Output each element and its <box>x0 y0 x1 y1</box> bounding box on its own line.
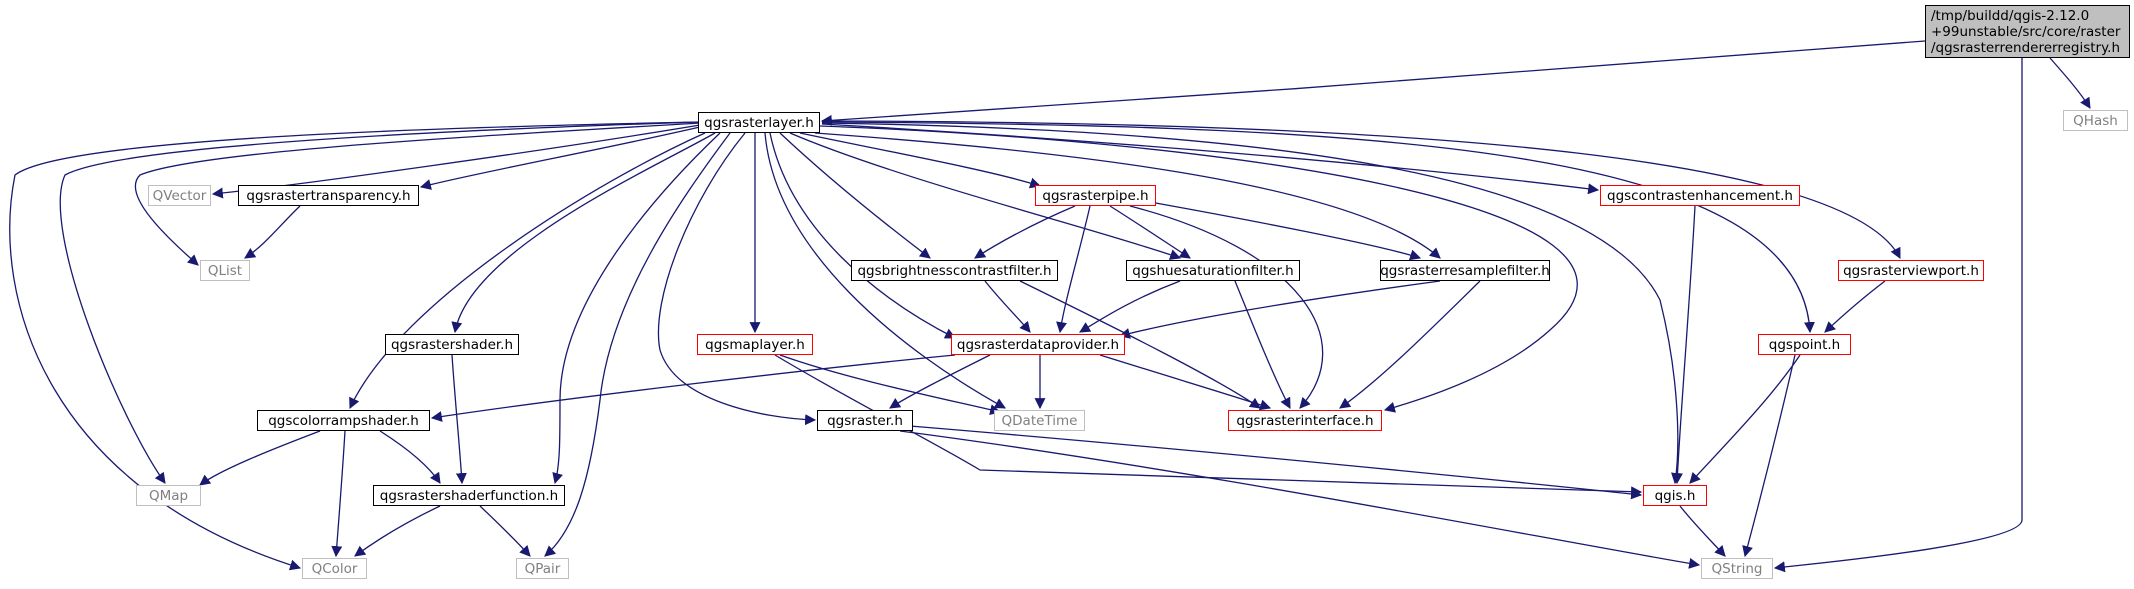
edge-qgis-to-qstring <box>1679 505 1726 557</box>
edge-qgsraster-to-qgis <box>909 425 1643 500</box>
node-qpair: QPair <box>516 558 569 579</box>
node-qgsrastertransparency[interactable]: qgsrastertransparency.h <box>238 185 419 206</box>
node-qgis[interactable]: qgis.h <box>1643 485 1707 506</box>
edge-qgscontrastenhancement-to-qgis <box>1671 205 1696 485</box>
edge-qgscolorrampshader-to-qcolor <box>331 430 346 558</box>
edge-qgshuesaturationfilter-to-qgsrasterinterface <box>1234 280 1291 409</box>
edge-qgsrasterresamplefilter-to-qgsrasterdataprovider <box>1118 280 1441 339</box>
edge-qgsrasterpipe-to-qgsrasterresamplefilter <box>1149 201 1422 261</box>
node-qgsrastershaderfunction[interactable]: qgsrastershaderfunction.h <box>373 485 565 506</box>
edge-qgsrasterlayer-to-qcolor <box>9 121 701 571</box>
edge-qgsrasterlayer-to-qgsrastertransparency <box>419 126 701 190</box>
root-label-line-1: /tmp/buildd/qgis-2.12.0 <box>1931 7 2090 24</box>
root-node-label: /tmp/buildd/qgis-2.12.0 +99unstable/src/… <box>1931 8 2120 56</box>
edge-qgsrastershaderfunction-to-qcolor <box>354 505 441 557</box>
node-qgsmaplayer[interactable]: qgsmaplayer.h <box>697 334 813 355</box>
node-qcolor: QColor <box>302 558 367 579</box>
node-qgsraster[interactable]: qgsraster.h <box>817 410 913 431</box>
edge-qgsrasterlayer-to-qgsrastershader <box>451 132 716 334</box>
node-qgsbrightnesscontrastfilter[interactable]: qgsbrightnesscontrastfilter.h <box>851 260 1058 281</box>
node-qhash: QHash <box>2063 110 2128 131</box>
edge-qgsrasterlayer-to-qgsrasterpipe <box>799 132 1042 189</box>
edge-qgsrasterlayer-to-qgspoint <box>821 121 1815 334</box>
edge-qgsrasterlayer-to-qgsraster <box>657 132 817 426</box>
edge-qgsrasterlayer-to-qgsrasterdataprovider <box>769 132 956 339</box>
edge-qgsrasterpipe-to-qgshuesaturationfilter <box>1109 205 1191 259</box>
node-qstring: QString <box>1701 558 1773 579</box>
root-label-line-2: +99unstable/src/core/raster <box>1931 23 2121 40</box>
edge-qgsbrightnesscontrastfilter-to-qgsrasterdataprovider <box>984 280 1031 333</box>
node-qgsrasterrendererregistry: /tmp/buildd/qgis-2.12.0 +99unstable/src/… <box>1925 5 2130 58</box>
edge-qgsrasterlayer-to-qlist <box>134 122 701 266</box>
edge-qgsrasterlayer-to-qgsbrightnesscontrastfilter <box>779 132 931 259</box>
node-qgsrasterlayer[interactable]: qgsrasterlayer.h <box>698 112 820 133</box>
edge-qgscolorrampshader-to-qmap <box>199 430 321 486</box>
edge-root-to-qstring <box>1773 57 2023 573</box>
node-qvector: QVector <box>148 185 211 206</box>
edge-qgsrasterlayer-to-qgshuesaturationfilter <box>789 132 1182 260</box>
edge-qgsbrightnesscontrastfilter-to-qgsrasterinterface <box>1019 280 1261 409</box>
node-qgsrasterpipe[interactable]: qgsrasterpipe.h <box>1035 185 1156 206</box>
edge-qgsrasterdataprovider-to-qgscolorrampshader <box>430 354 956 422</box>
edge-qgsrasterlayer-to-qgsrasterinterface <box>819 125 1578 413</box>
edge-qgsraster-to-qstring <box>899 430 1701 569</box>
edge-qgsrasterresamplefilter-to-qgsrasterinterface <box>1339 280 1481 409</box>
edge-root-to-qhash <box>2049 57 2091 109</box>
edge-qgsmaplayer-to-qdatetime <box>779 354 1002 416</box>
edge-qgsrasterlayer-to-qgsrasterviewport <box>821 120 1901 259</box>
root-label-line-3: /qgsrasterrendererregistry.h <box>1931 39 2121 56</box>
node-qgspoint[interactable]: qgspoint.h <box>1758 334 1851 355</box>
edge-qgspoint-to-qstring <box>1742 354 1796 558</box>
edge-qgsrastershader-to-qgsrastershaderfunction <box>451 354 467 485</box>
edge-qgsrasterlayer-to-qvector <box>211 124 701 199</box>
node-qlist: QList <box>200 260 250 281</box>
node-qgscolorrampshader[interactable]: qgscolorrampshader.h <box>257 410 430 431</box>
edge-qgsrastertransparency-to-qlist <box>244 205 301 259</box>
edge-qgscolorrampshader-to-qgsrastershaderfunction <box>379 430 441 484</box>
node-qgsrasterdataprovider[interactable]: qgsrasterdataprovider.h <box>951 334 1125 355</box>
edge-root-to-qgsrasterlayer <box>820 40 1926 126</box>
edge-qgsrasterviewport-to-qgspoint <box>1824 280 1886 333</box>
edge-qgsrasterdataprovider-to-qgsrasterinterface <box>1099 354 1272 411</box>
node-qgsrastershader[interactable]: qgsrastershader.h <box>385 334 519 355</box>
node-qmap: QMap <box>136 485 201 506</box>
node-qgsrasterresamplefilter[interactable]: qgsrasterresamplefilter.h <box>1380 260 1550 281</box>
node-qgscontrastenhancement[interactable]: qgscontrastenhancement.h <box>1600 185 1800 206</box>
edge-qgshuesaturationfilter-to-qgsrasterdataprovider <box>1079 280 1181 333</box>
edge-qgsrasterlayer-to-qgis <box>821 122 1682 485</box>
node-qgshuesaturationfilter[interactable]: qgshuesaturationfilter.h <box>1126 260 1300 281</box>
edge-qgsrasterlayer-to-qgscontrastenhancement <box>821 123 1600 195</box>
edge-qgsrasterlayer-to-qmap <box>59 121 701 484</box>
edge-qgsrasterlayer-to-qgscolorrampshader <box>349 132 706 409</box>
edge-qgspoint-to-qgis <box>1689 354 1801 484</box>
node-qdatetime: QDateTime <box>994 410 1085 431</box>
edge-qgsrastershaderfunction-to-qpair <box>479 505 531 557</box>
edge-qgsrasterpipe-to-qgsrasterdataprovider <box>1056 205 1091 334</box>
node-qgsrasterinterface[interactable]: qgsrasterinterface.h <box>1228 410 1382 431</box>
node-qgsrasterviewport[interactable]: qgsrasterviewport.h <box>1838 260 1984 281</box>
edge-qgsmaplayer-to-qgis <box>774 354 1643 498</box>
edge-qgsrasterlayer-to-qpair <box>544 132 731 557</box>
edge-qgsrasterlayer-to-qgsrastershaderfunction <box>552 132 721 485</box>
edge-qgsrasterlayer-to-qgsrasterresamplefilter <box>814 132 1441 259</box>
edge-qgsrasterlayer-to-qdatetime <box>764 132 1006 409</box>
edge-qgsrasterpipe-to-qgsbrightnesscontrastfilter <box>974 205 1076 259</box>
edge-qgsrasterpipe-to-qgsrasterinterface <box>1129 205 1324 409</box>
edge-qgsrasterdataprovider-to-qgsraster <box>889 354 991 409</box>
